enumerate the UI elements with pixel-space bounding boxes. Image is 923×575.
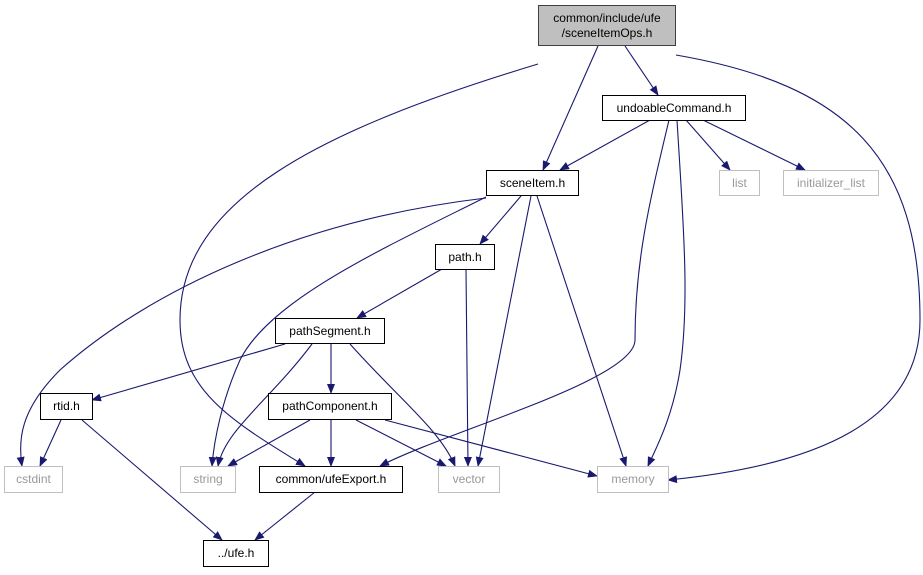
node-cstdint: cstdint	[4, 466, 63, 493]
node-pathComponent-h[interactable]: pathComponent.h	[268, 393, 392, 420]
edge-undoable-list	[685, 119, 731, 171]
edge-undoable-sceneItem	[559, 119, 651, 171]
edge-path-pathSegment	[356, 268, 443, 319]
edge-sceneItem-string	[208, 196, 487, 467]
edge-pathComponent-vector	[355, 419, 447, 467]
edge-undoable-initializer-list	[702, 119, 806, 171]
edge-rtid-cstdint	[39, 419, 62, 467]
edge-ufeExport-ufe	[254, 491, 316, 541]
edge-root-ufeExport	[179, 63, 539, 467]
node-rtid-h[interactable]: rtid.h	[40, 393, 93, 420]
edge-pathComponent-memory	[384, 419, 598, 478]
edge-rtid-ufe	[81, 419, 223, 541]
edge-pathComponent-string	[227, 419, 311, 467]
node-ufeExport-h[interactable]: common/ufeExport.h	[259, 466, 403, 493]
node-sceneItemOps-h: common/include/ufe /sceneItemOps.h	[538, 5, 676, 46]
edge-undoable-memory	[647, 119, 686, 467]
node-memory: memory	[597, 466, 669, 493]
node-undoableCommand-h[interactable]: undoableCommand.h	[602, 95, 746, 121]
edge-sceneItem-vector	[475, 195, 532, 467]
edge-pathSegment-rtid	[91, 343, 286, 402]
edge-root-undoable	[624, 45, 659, 96]
edge-root-memory	[667, 54, 921, 484]
edge-pathSegment-string	[215, 343, 313, 467]
node-list: list	[719, 170, 760, 196]
edge-sceneItem-memory	[536, 195, 627, 467]
node-ufe-h[interactable]: ../ufe.h	[203, 540, 269, 567]
node-path-h[interactable]: path.h	[435, 244, 495, 270]
edge-root-sceneItem	[542, 45, 599, 171]
edge-undoable-ufeExport	[379, 119, 670, 467]
edge-sceneItem-path	[479, 195, 522, 245]
edge-path-vector	[463, 268, 472, 467]
node-sceneItem-h[interactable]: sceneItem.h	[486, 170, 579, 196]
node-string: string	[180, 466, 236, 493]
edge-pathSegment-vector	[349, 343, 456, 467]
edge-sceneItem-cstdint	[16, 197, 487, 467]
node-initializer-list: initializer_list	[783, 170, 879, 196]
node-pathSegment-h[interactable]: pathSegment.h	[275, 318, 385, 344]
node-vector: vector	[438, 466, 500, 493]
